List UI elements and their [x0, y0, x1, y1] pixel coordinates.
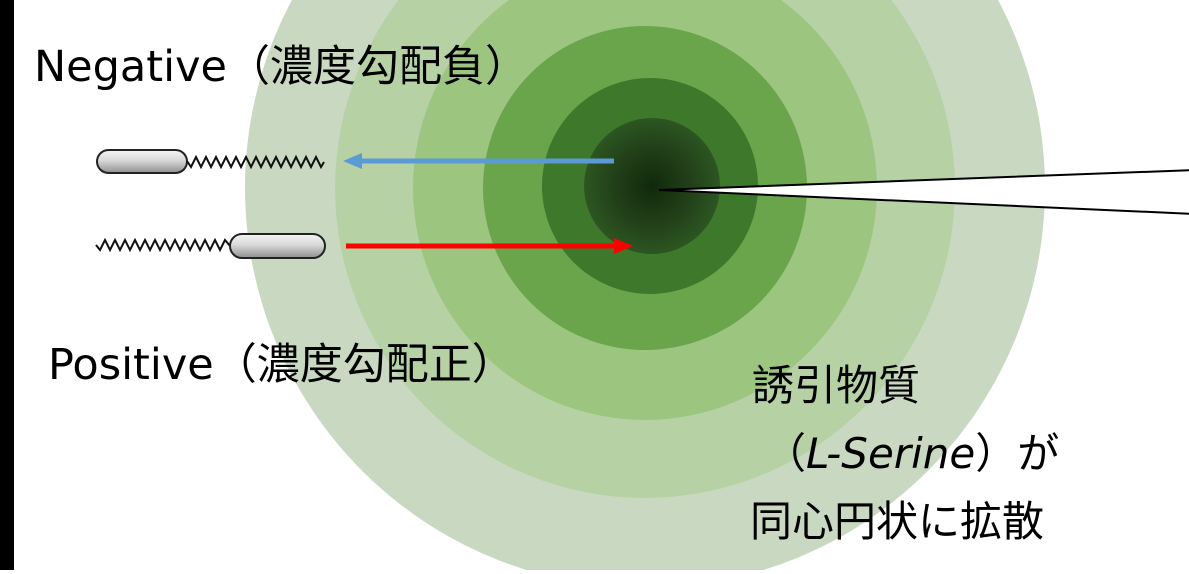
caption-line-3: 同心円状に拡散 — [750, 497, 1045, 546]
positive-arrow — [346, 238, 633, 254]
caption-line-1: 誘引物質 — [752, 361, 921, 410]
bacterium-flagellum-right-icon — [96, 149, 325, 174]
frame-left-border — [0, 0, 14, 570]
concentration-gradient — [245, 0, 1045, 574]
caption-close-paren: ）が — [975, 429, 1060, 478]
negative-gradient-label: Negative（濃度勾配負） — [34, 42, 528, 92]
positive-gradient-label: Positive（濃度勾配正） — [48, 340, 515, 390]
attractant-caption: 誘引物質 （L-Serine）が 同心円状に拡散 — [750, 352, 1059, 556]
bacterium-flagellum-left-icon — [95, 233, 326, 259]
caption-open-paren: （ — [764, 429, 807, 478]
gradient-core — [584, 118, 720, 254]
caption-serine: L-Serine — [806, 429, 976, 478]
callout-pointer — [658, 169, 1189, 215]
caption-line-2: （L-Serine）が — [764, 420, 1059, 488]
negative-arrow — [343, 153, 614, 169]
